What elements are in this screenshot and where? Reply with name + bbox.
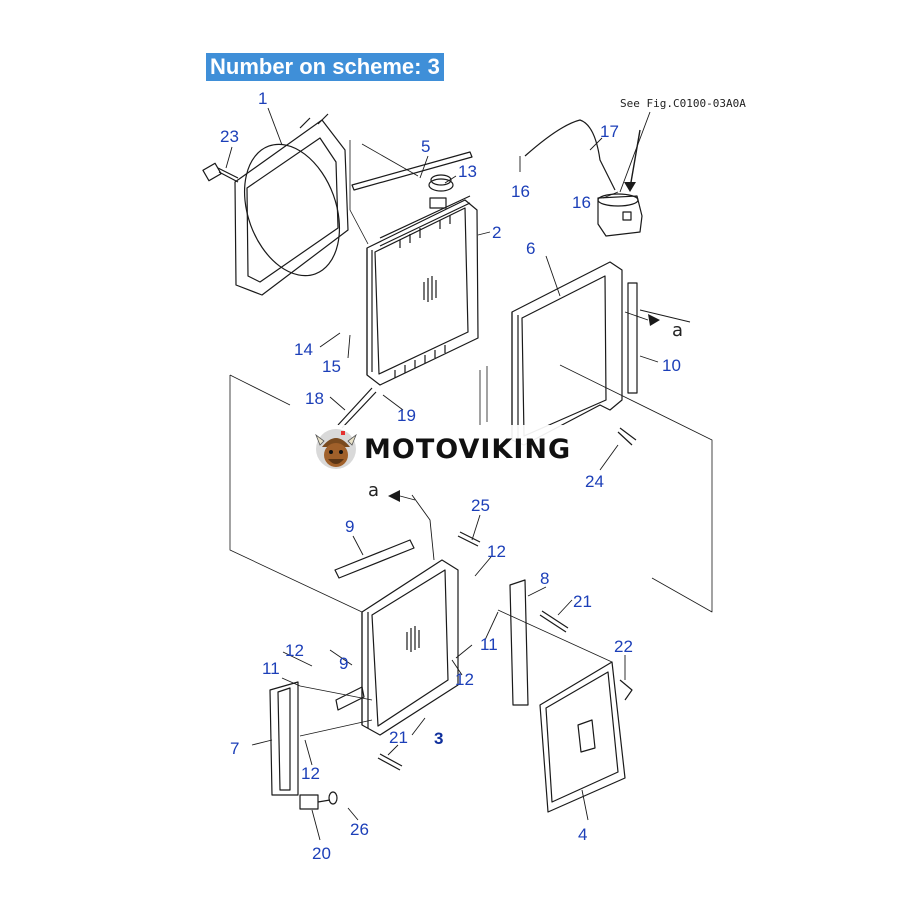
callout-label: 9 <box>345 517 355 536</box>
callout-label: 21 <box>389 728 408 747</box>
callout-label: 20 <box>312 844 331 863</box>
callout-label: 5 <box>421 137 431 156</box>
callout-label: 23 <box>220 127 239 146</box>
radiator-2-part <box>366 195 479 386</box>
fitting-20-part <box>299 794 331 810</box>
bolt-25-part <box>457 531 481 547</box>
callout-label: 26 <box>350 820 369 839</box>
seal-strip-5-part <box>351 151 473 191</box>
callout-label: 17 <box>600 122 619 141</box>
callout-label: 2 <box>492 223 502 242</box>
bolt-21-upper-part <box>539 610 569 633</box>
arrow-a-upper <box>648 314 660 326</box>
callout-label: 16 <box>572 193 591 212</box>
arrow-letter-lower: a <box>368 480 380 501</box>
ref-arrow <box>629 129 641 189</box>
bolt-23-part <box>202 162 239 183</box>
callout-label: 22 <box>614 637 633 656</box>
reference-note: See Fig.C0100-03A0A <box>620 97 746 110</box>
clip-22-part <box>619 679 633 701</box>
scheme-number-badge: Number on scheme: 3 <box>206 53 444 81</box>
callout-label-current: 3 <box>434 729 444 748</box>
side-panel-7-part <box>269 681 299 796</box>
callout-label: 25 <box>471 496 490 515</box>
seal-strip-9-lower-part <box>335 686 365 711</box>
callout-label: 11 <box>262 659 280 678</box>
callout-label: 15 <box>322 357 341 376</box>
seal-strip-9-upper-part <box>334 539 415 579</box>
callout-label: 12 <box>301 764 320 783</box>
callout-label: 12 <box>455 670 474 689</box>
drain-hose-18-part <box>337 387 377 429</box>
core-3-part <box>361 559 459 736</box>
seal-strip-10-part <box>627 282 638 394</box>
arrow-letter-upper: a <box>672 320 684 341</box>
viking-logo-icon <box>315 429 357 469</box>
callout-label: 21 <box>573 592 592 611</box>
callout-label: 6 <box>526 239 536 258</box>
frame-6-part <box>511 261 623 446</box>
callout-label: 14 <box>294 340 313 359</box>
screen-4-part <box>539 661 626 813</box>
callout-label: 9 <box>339 654 349 673</box>
arrow-a-lower <box>388 490 400 502</box>
callout-label: 11 <box>480 635 498 654</box>
callout-label: 18 <box>305 389 324 408</box>
projection-lines <box>229 140 713 737</box>
side-panel-8-part <box>509 579 529 706</box>
callout-label: 19 <box>397 406 416 425</box>
callout-label: 10 <box>662 356 681 375</box>
radiator-cap-13-part <box>428 174 454 192</box>
oring-26-part <box>328 791 338 805</box>
callout-label: 7 <box>230 739 240 758</box>
fan-shroud-part <box>234 113 349 296</box>
watermark-text: MOTOVIKING <box>364 433 572 465</box>
callout-label: 12 <box>487 542 506 561</box>
callout-label: 24 <box>585 472 604 491</box>
callout-label: 1 <box>258 89 268 108</box>
callout-label: 8 <box>540 569 550 588</box>
callout-label: 4 <box>578 825 588 844</box>
reservoir-tank-part <box>597 193 643 237</box>
callout-label: 13 <box>458 162 477 181</box>
callout-label: 16 <box>511 182 530 201</box>
bolt-24-part <box>617 427 637 446</box>
bolt-21-lower-part <box>377 753 403 771</box>
hose-17-part <box>524 119 616 191</box>
callout-label: 12 <box>285 641 304 660</box>
brand-watermark: MOTOVIKING <box>312 425 584 473</box>
leader-lines <box>225 107 691 841</box>
